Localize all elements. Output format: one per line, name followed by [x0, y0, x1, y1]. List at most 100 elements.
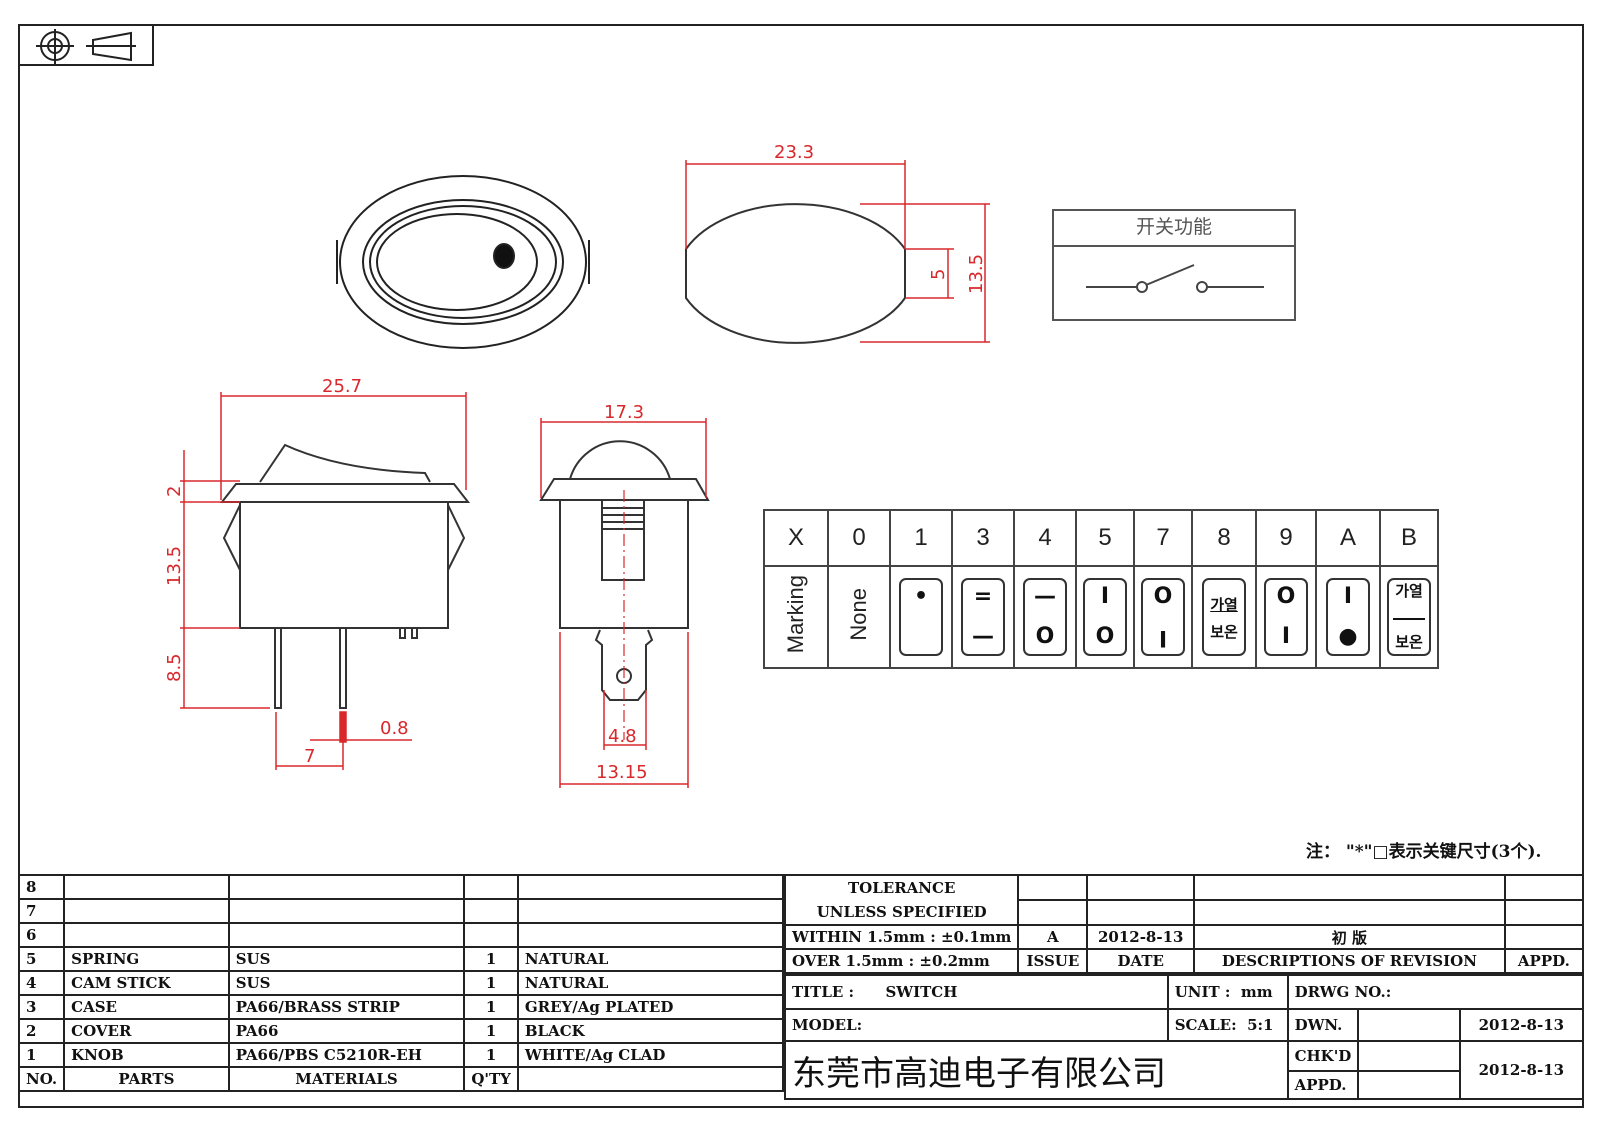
scale-label: SCALE: — [1174, 1016, 1237, 1034]
dim-pin-8-5: 8.5 — [164, 653, 185, 682]
model-label: MODEL: — [784, 1008, 1169, 1042]
tolerance-within: WITHIN 1.5mm : ±0.1mm — [783, 924, 1020, 950]
dwn-date: 2012-8-13 — [1458, 1008, 1585, 1042]
bom-no: 5 — [17, 946, 66, 972]
revision-issue: A — [1017, 924, 1089, 950]
header-description: DESCRIPTIONS OF REVISION — [1193, 948, 1506, 974]
bom-qty: 1 — [463, 946, 519, 972]
bom-no: 8 — [17, 874, 66, 900]
bom-part: COVER — [63, 1018, 230, 1044]
bom-material: PA66/BRASS STRIP — [227, 994, 466, 1020]
bom-material — [227, 898, 466, 924]
dim-body-13-15: 13.15 — [596, 762, 648, 783]
unit-value: mm — [1240, 983, 1273, 1001]
bom-finish: GREY/Ag PLATED — [516, 994, 785, 1020]
bom-material: PA66/PBS C5210R-EH — [227, 1042, 466, 1068]
marking-table: X 0 1 3 4 5 7 8 9 A B Marking None • =— … — [763, 509, 1439, 669]
bom-no: 3 — [17, 994, 66, 1020]
centerline-target-icon — [36, 29, 74, 64]
switch-function-box: 开关功能 — [1052, 209, 1296, 321]
dim-overall-25-7: 25.7 — [322, 376, 362, 397]
dwn-label: DWN. — [1286, 1008, 1360, 1042]
unit-label: UNIT : — [1174, 983, 1231, 1001]
marking-code: 9 — [1255, 509, 1317, 567]
marking-key-4: —O — [1013, 565, 1077, 669]
bom-qty: 1 — [463, 1018, 519, 1044]
bom-material: PA66 — [227, 1018, 466, 1044]
projection-symbols — [36, 29, 136, 64]
bom-finish: BLACK — [516, 1018, 785, 1044]
header-issue: ISSUE — [1017, 948, 1089, 974]
bom-finish: NATURAL — [516, 970, 785, 996]
switch-function-title: 开关功能 — [1054, 211, 1294, 247]
marking-code: 3 — [951, 509, 1015, 567]
bom-header-materials: MATERIALS — [227, 1066, 466, 1092]
indicator-dot-icon — [493, 243, 515, 269]
dim-flange-2: 2 — [164, 486, 185, 497]
bom-finish — [516, 874, 785, 900]
revision-date: 2012-8-13 — [1086, 924, 1196, 950]
bom-part: SPRING — [63, 946, 230, 972]
table-row: 6 — [17, 922, 785, 948]
marking-row-label: Marking — [763, 565, 829, 669]
bom-part: KNOB — [63, 1042, 230, 1068]
revision-description: 初 版 — [1193, 924, 1506, 950]
dim-flat-5: 5 — [928, 269, 949, 280]
marking-key-3: =— — [951, 565, 1015, 669]
bom-qty: 1 — [463, 994, 519, 1020]
scale-value: 5:1 — [1247, 1016, 1274, 1034]
dim-pin-width-0-8: 0.8 — [380, 718, 409, 739]
dim-body-13-5: 13.5 — [164, 546, 185, 586]
marking-code: 8 — [1191, 509, 1257, 567]
marking-header-x: X — [763, 509, 829, 567]
marking-code: A — [1315, 509, 1381, 567]
marking-code: 5 — [1075, 509, 1135, 567]
third-angle-projection-icon — [86, 31, 136, 62]
bom-no: 1 — [17, 1042, 66, 1068]
marking-key-a: I● — [1315, 565, 1381, 669]
bom-part: CAM STICK — [63, 970, 230, 996]
dim-pitch-7: 7 — [304, 746, 315, 767]
marking-code: 0 — [827, 509, 891, 567]
dim-width-23-3: 23.3 — [774, 142, 814, 163]
bom-qty: 1 — [463, 970, 519, 996]
bom-header-qty: Q'TY — [463, 1066, 519, 1092]
dim-flange-17-3: 17.3 — [604, 402, 644, 423]
projection-symbol-box — [18, 24, 154, 66]
bom-material: SUS — [227, 970, 466, 996]
chkd-label: CHK'D — [1286, 1040, 1360, 1072]
bom-finish — [516, 922, 785, 948]
technical-drawing: 23.3 5 13.5 25.7 2 13.5 8.5 0.8 7 — [164, 142, 990, 788]
bom-no: 4 — [17, 970, 66, 996]
marking-key-1: • — [889, 565, 953, 669]
appd-label: APPD. — [1286, 1070, 1360, 1100]
spst-switch-symbol-icon — [1086, 264, 1264, 293]
drawing-sheet-border — [18, 24, 1584, 1108]
title-label: TITLE : — [792, 983, 855, 1001]
dim-height-13-5: 13.5 — [966, 254, 987, 294]
bom-material: SUS — [227, 946, 466, 972]
drawing-title: SWITCH — [885, 983, 958, 1001]
tolerance-over: OVER 1.5mm : ±0.2mm — [783, 948, 1020, 974]
bom-no: 2 — [17, 1018, 66, 1044]
front-outline-dimensions — [685, 160, 990, 343]
front-outline-view — [685, 203, 906, 344]
side-view-dimensions — [180, 392, 467, 770]
top-view — [336, 175, 590, 349]
bom-header-parts: PARTS — [63, 1066, 230, 1092]
side-view — [219, 443, 471, 709]
marking-code: 1 — [889, 509, 953, 567]
bom-no: 7 — [17, 898, 66, 924]
